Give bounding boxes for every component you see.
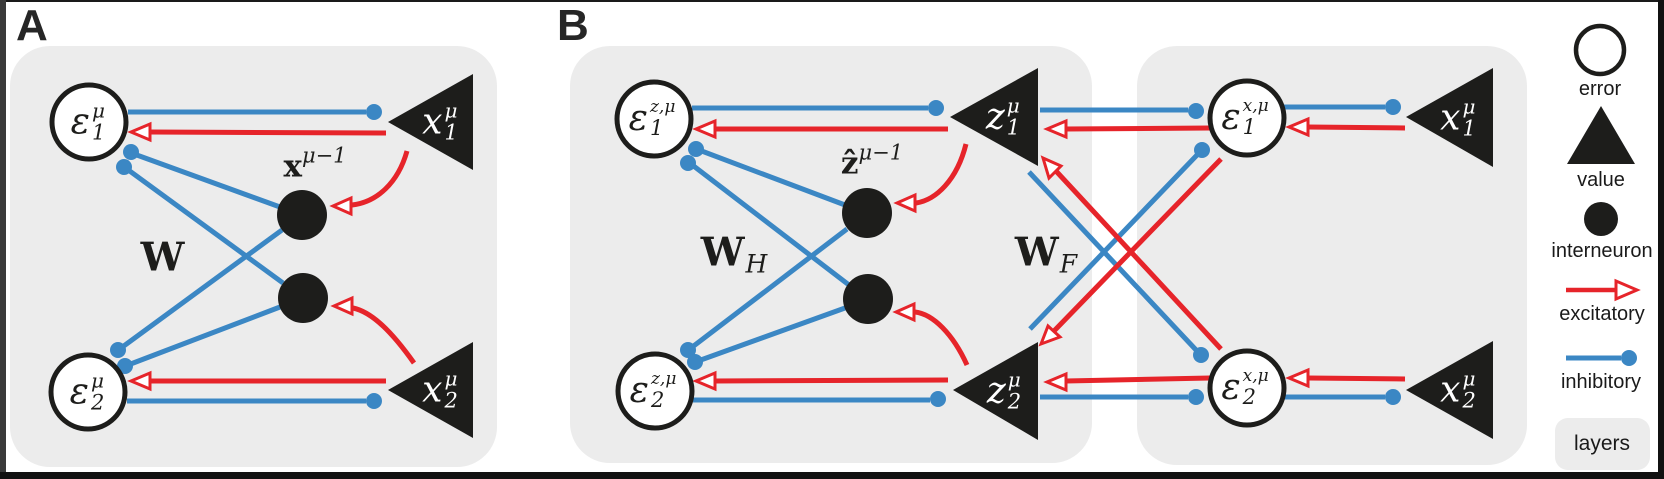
frame-left-edge <box>0 0 6 479</box>
legend-value-icon <box>1567 106 1635 164</box>
panel-a-inhibitory-connections <box>110 104 382 409</box>
panel-b-neurons <box>614 68 1493 440</box>
panel-a-neurons <box>48 74 473 438</box>
excitatory-arrowheads-b-hidden <box>692 118 917 392</box>
error-neuron-a1 <box>49 82 129 162</box>
legend-error-icon <box>1573 23 1627 77</box>
value-neuron-z2 <box>953 342 1038 440</box>
excitatory-arrowheads-a <box>127 121 354 392</box>
value-neuron-x1 <box>1406 68 1493 167</box>
error-neuron-a2 <box>48 352 128 432</box>
frame-bottom-edge <box>0 472 1664 479</box>
excitatory-arrowheads-forward <box>1038 118 1068 393</box>
panel-b-hidden-inhibitory-connections <box>680 100 946 407</box>
legend-interneuron-icon <box>1584 202 1618 236</box>
interneuron-b2 <box>843 274 893 324</box>
value-neuron-x2 <box>1406 341 1493 439</box>
frame-top-edge <box>0 0 1664 2</box>
legend-layers-icon <box>1555 418 1650 470</box>
excitatory-arrowheads-b-output <box>1285 116 1310 389</box>
error-neuron-z1 <box>614 79 694 159</box>
value-neuron-a2 <box>388 342 473 438</box>
interneuron-a2 <box>278 273 328 323</box>
error-neuron-x2 <box>1207 348 1287 428</box>
error-neuron-x1 <box>1207 78 1287 158</box>
value-neuron-a1 <box>388 74 473 170</box>
error-neuron-z2 <box>615 351 695 431</box>
forward-weight-inhibitory-connections <box>1027 103 1210 405</box>
frame-right-edge <box>1658 0 1664 479</box>
legend-glyphs <box>1555 23 1650 470</box>
legend-inhibitory-icon <box>1566 350 1637 366</box>
interneuron-b1 <box>842 188 892 238</box>
interneuron-a1 <box>277 190 327 240</box>
value-neuron-z1 <box>950 68 1038 166</box>
forward-weight-excitatory-connections <box>1038 118 1223 393</box>
panel-a-excitatory-connections <box>127 121 417 392</box>
panel-b-output-inhibitory-connections <box>1284 99 1401 405</box>
panel-b-hidden-excitatory-connections <box>692 118 970 392</box>
panel-b-output-excitatory-connections <box>1285 116 1406 389</box>
legend-excitatory-icon <box>1566 278 1641 302</box>
